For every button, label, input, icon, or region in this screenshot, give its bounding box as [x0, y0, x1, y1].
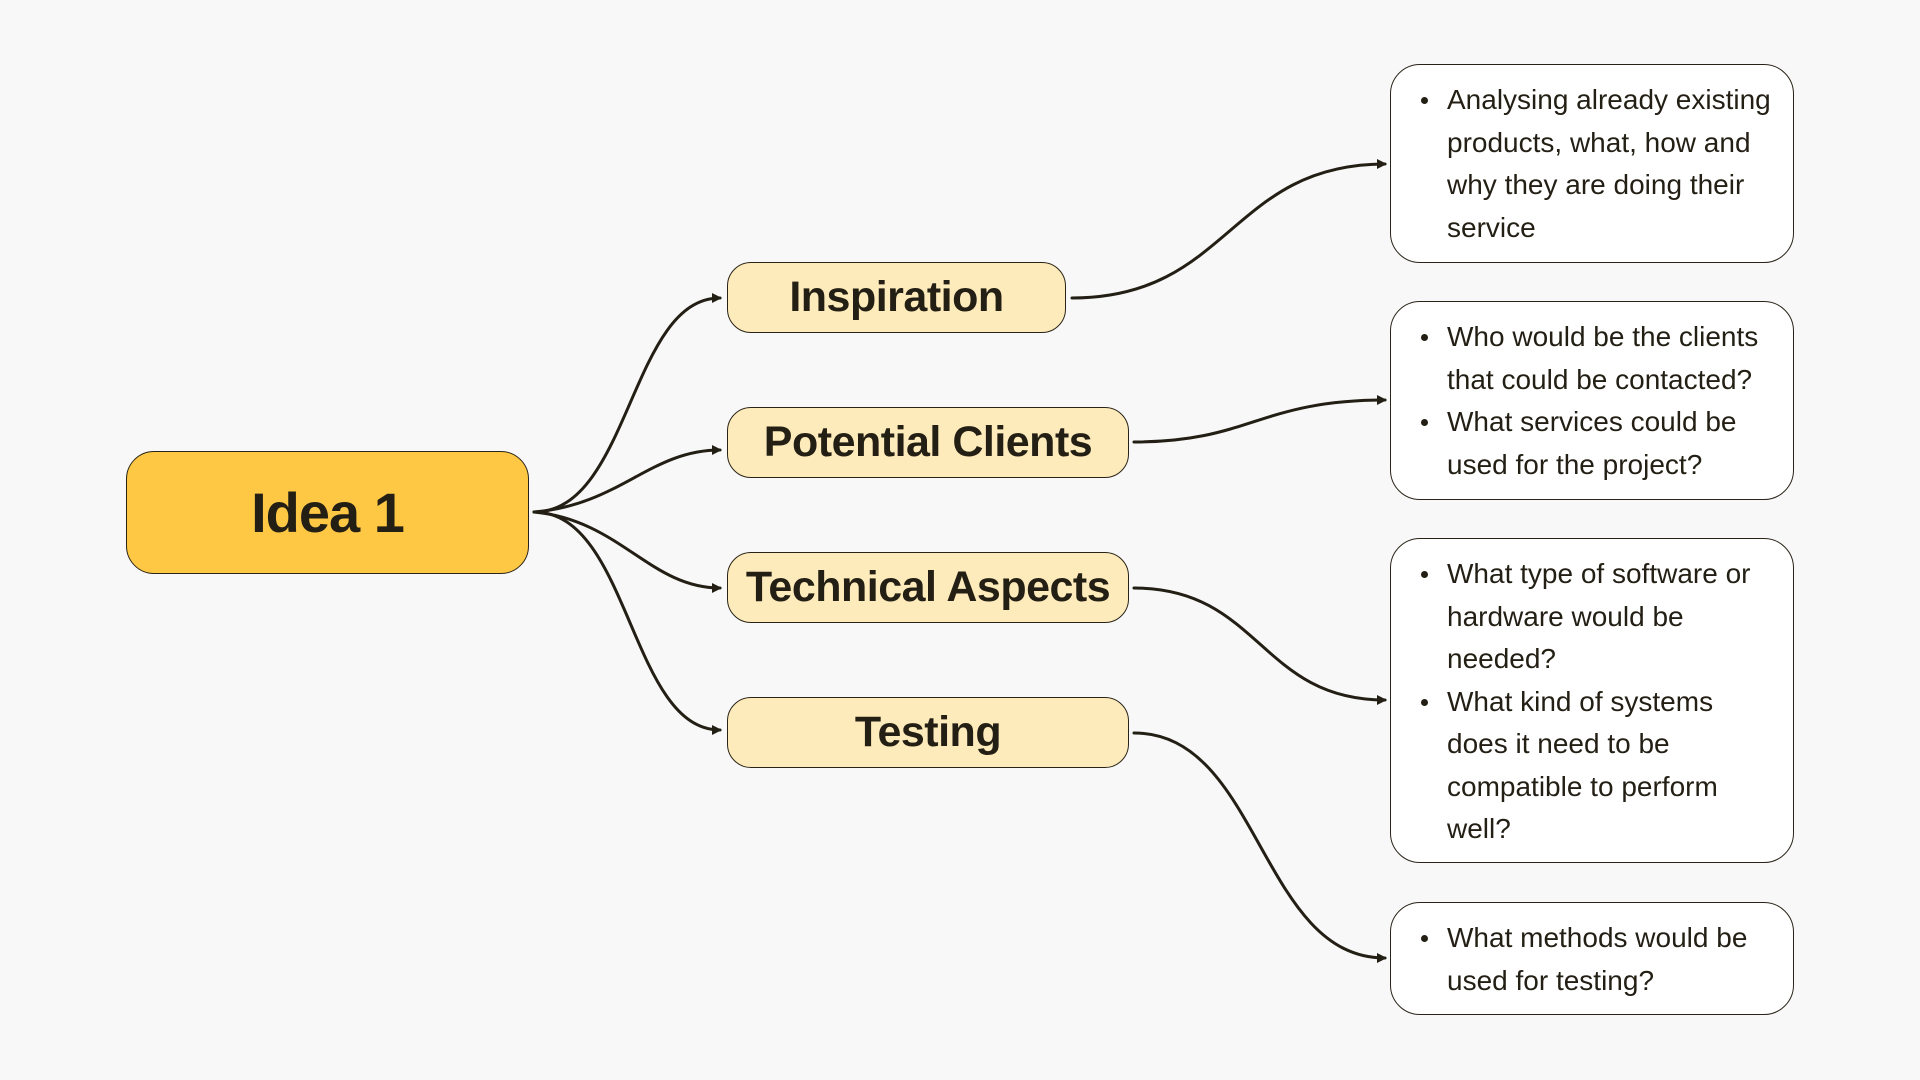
branch-node-technical-aspects[interactable]: Technical Aspects — [727, 552, 1129, 623]
detail-box-technical-aspects: What type of software or hardware would … — [1390, 538, 1794, 863]
connector-potential-clients-to-detail — [1132, 395, 1387, 444]
connector-root-to-potential-clients — [532, 445, 722, 514]
branch-node-label: Inspiration — [789, 273, 1004, 321]
connector-root-to-testing — [532, 510, 722, 735]
connector-root-to-inspiration — [532, 293, 722, 514]
root-node[interactable]: Idea 1 — [126, 451, 529, 574]
detail-item: What methods would be used for testing? — [1421, 917, 1775, 1002]
detail-box-potential-clients: Who would be the clients that could be c… — [1390, 301, 1794, 500]
connector-inspiration-to-detail — [1070, 159, 1387, 300]
detail-list: Analysing already existing products, wha… — [1421, 79, 1775, 249]
detail-list: What methods would be used for testing? — [1421, 917, 1775, 1002]
detail-list: What type of software or hardware would … — [1421, 553, 1775, 851]
branch-node-label: Testing — [854, 708, 1002, 756]
branch-node-potential-clients[interactable]: Potential Clients — [727, 407, 1129, 478]
detail-box-testing: What methods would be used for testing? — [1390, 902, 1794, 1015]
branch-node-inspiration[interactable]: Inspiration — [727, 262, 1066, 333]
detail-item: What kind of systems does it need to be … — [1421, 681, 1775, 851]
connector-root-to-technical-aspects — [532, 510, 722, 593]
detail-item: Analysing already existing products, wha… — [1421, 79, 1775, 249]
root-node-label: Idea 1 — [251, 481, 405, 544]
branch-node-label: Technical Aspects — [745, 563, 1111, 611]
detail-list: Who would be the clients that could be c… — [1421, 316, 1775, 486]
connector-testing-to-detail — [1132, 731, 1387, 963]
branch-node-testing[interactable]: Testing — [727, 697, 1129, 768]
detail-box-inspiration: Analysing already existing products, wha… — [1390, 64, 1794, 263]
branch-node-label: Potential Clients — [763, 418, 1093, 466]
connector-technical-aspects-to-detail — [1132, 586, 1387, 705]
detail-item: What type of software or hardware would … — [1421, 553, 1775, 681]
detail-item: What services could be used for the proj… — [1421, 401, 1775, 486]
detail-item: Who would be the clients that could be c… — [1421, 316, 1775, 401]
